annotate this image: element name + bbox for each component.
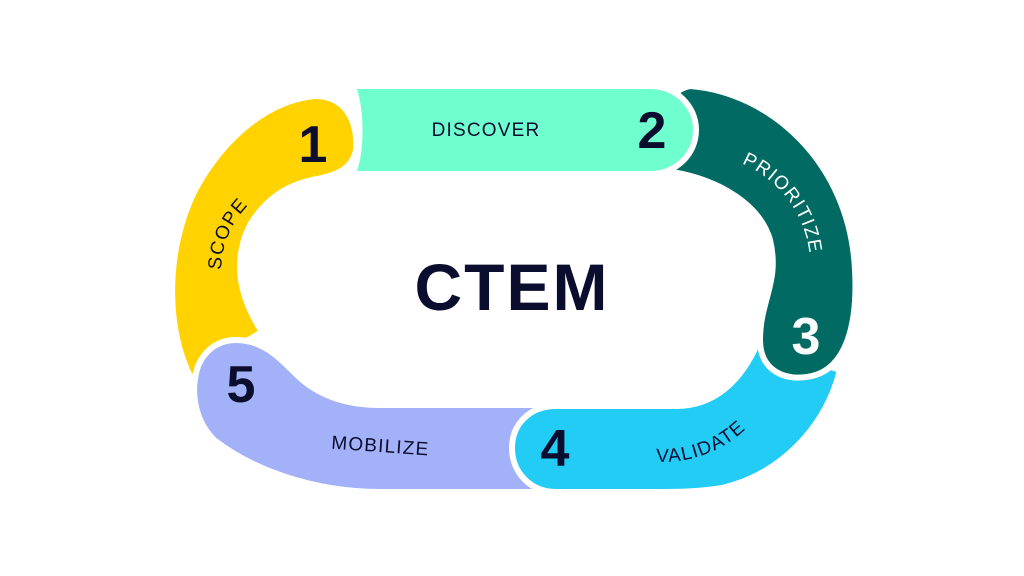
discover-segment	[349, 83, 699, 177]
step-number-3: 3	[792, 308, 821, 366]
step-number-2: 2	[638, 102, 667, 160]
center-title: CTEM	[415, 250, 610, 324]
prioritize-segment	[669, 83, 859, 381]
step-label-discover: DISCOVER	[432, 120, 541, 141]
step-number-5: 5	[227, 356, 256, 414]
validate-segment	[509, 339, 843, 495]
mobilize-segment	[191, 337, 563, 495]
step-number-4: 4	[541, 420, 570, 478]
scope-segment	[169, 93, 360, 383]
step-number-1: 1	[299, 116, 328, 174]
